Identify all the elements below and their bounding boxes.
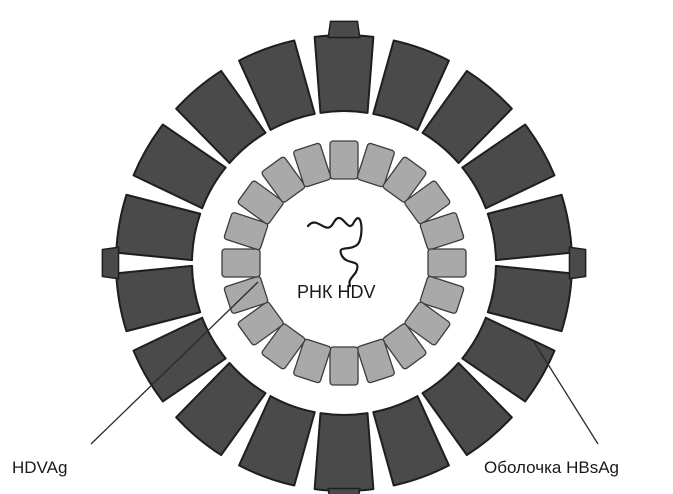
capsid-subunit <box>222 249 260 277</box>
capsid-subunit <box>428 249 466 277</box>
envelope-segment <box>488 266 572 331</box>
envelope-knob <box>102 247 118 279</box>
capsid-subunit <box>330 141 358 179</box>
envelope-knob <box>328 488 360 494</box>
envelope-knob <box>328 21 360 37</box>
envelope-segment <box>488 195 572 260</box>
hbsag-envelope-label: Оболочка HBsAg <box>484 458 619 477</box>
envelope-segment <box>116 266 200 331</box>
envelope-segment <box>315 413 374 491</box>
capsid-subunit <box>330 347 358 385</box>
rna-label: РНК HDV <box>297 282 376 302</box>
hdvag-label: HDVAg <box>12 458 67 477</box>
envelope-segment <box>116 195 200 260</box>
envelope-segment <box>315 35 374 113</box>
hbsag-leader-line <box>534 342 598 444</box>
envelope-knob <box>569 247 585 279</box>
